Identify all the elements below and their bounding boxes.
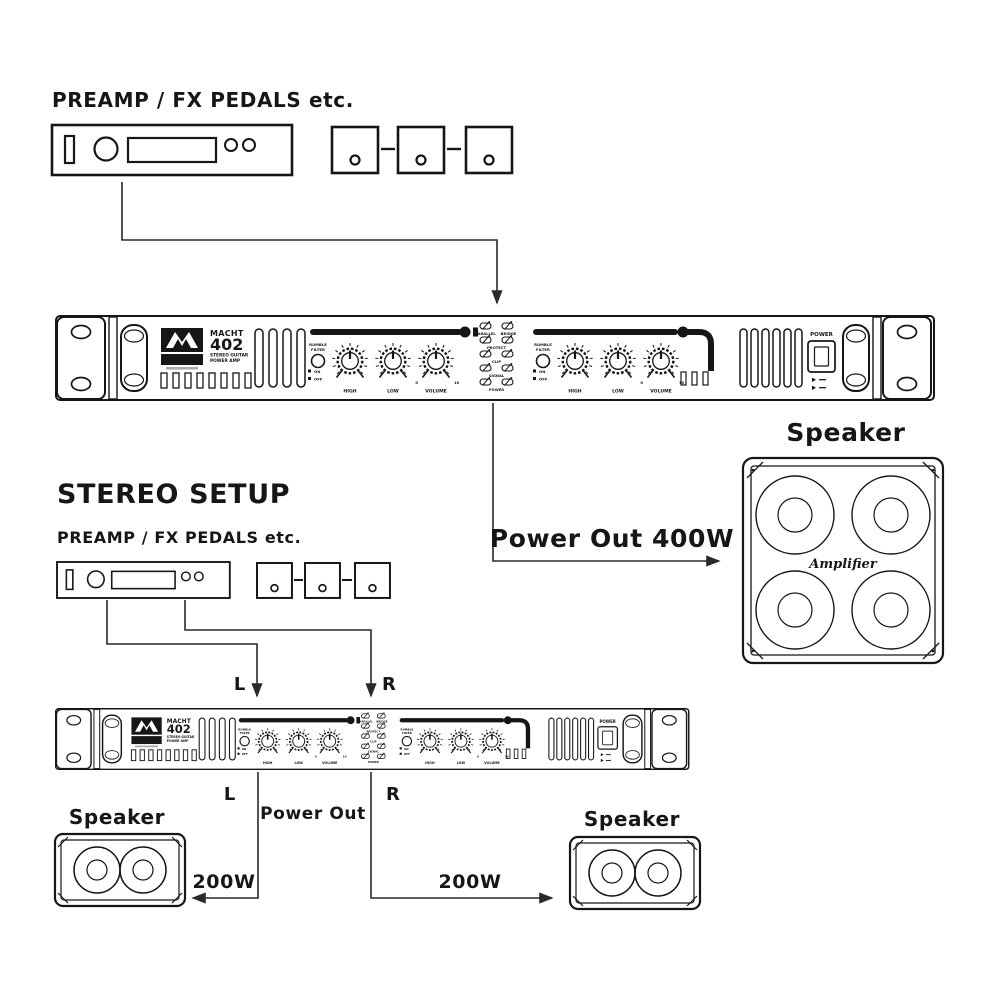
stereo-preamp-unit (56, 561, 231, 599)
stereo-right-input-connector (184, 600, 377, 698)
mono-pedal-3 (464, 125, 514, 175)
mono-speaker-cab-4x12: Amplifier (741, 456, 945, 665)
stereo-output-left-label: L (224, 784, 236, 805)
stereo-left-output-connector (191, 772, 259, 904)
stereo-right-watts-label: 200W (438, 871, 501, 893)
mono-pedal-2 (396, 125, 446, 175)
stereo-pedal-3 (354, 562, 391, 599)
stereo-right-speaker-label: Speaker (584, 807, 680, 831)
stereo-amp (56, 709, 689, 770)
stereo-left-speaker-label: Speaker (69, 805, 165, 829)
mono-pedal-1 (330, 125, 380, 175)
stereo-power-out-label: Power Out (260, 804, 366, 824)
stereo-input-right-label: R (382, 674, 396, 695)
mono-input-connector (121, 182, 503, 305)
mono-preamp-label: PREAMP / FX PEDALS etc. (52, 88, 354, 112)
cab-badge-script: Amplifier (807, 557, 878, 572)
mono-preamp-unit (50, 123, 294, 177)
stereo-left-watts-label: 200W (192, 871, 255, 893)
stereo-output-right-label: R (386, 784, 400, 805)
stereo-setup-title: STEREO SETUP (57, 479, 290, 510)
stereo-preamp-label: PREAMP / FX PEDALS etc. (57, 528, 301, 547)
mono-power-out-label: Power Out 400W (490, 524, 734, 553)
mono-speaker-label: Speaker (786, 418, 905, 447)
mono-power-out-connector (492, 403, 721, 567)
stereo-input-left-label: L (234, 674, 246, 695)
stereo-right-output-connector (370, 772, 554, 904)
stereo-left-speaker-cab (53, 832, 187, 908)
mono-amp (56, 316, 934, 400)
stereo-left-input-connector (106, 600, 263, 698)
stereo-right-speaker-cab (568, 835, 702, 911)
stereo-pedal-1 (256, 562, 293, 599)
stereo-pedal-chain (256, 562, 391, 599)
stereo-pedal-2 (304, 562, 341, 599)
mono-pedal-chain (330, 125, 514, 175)
